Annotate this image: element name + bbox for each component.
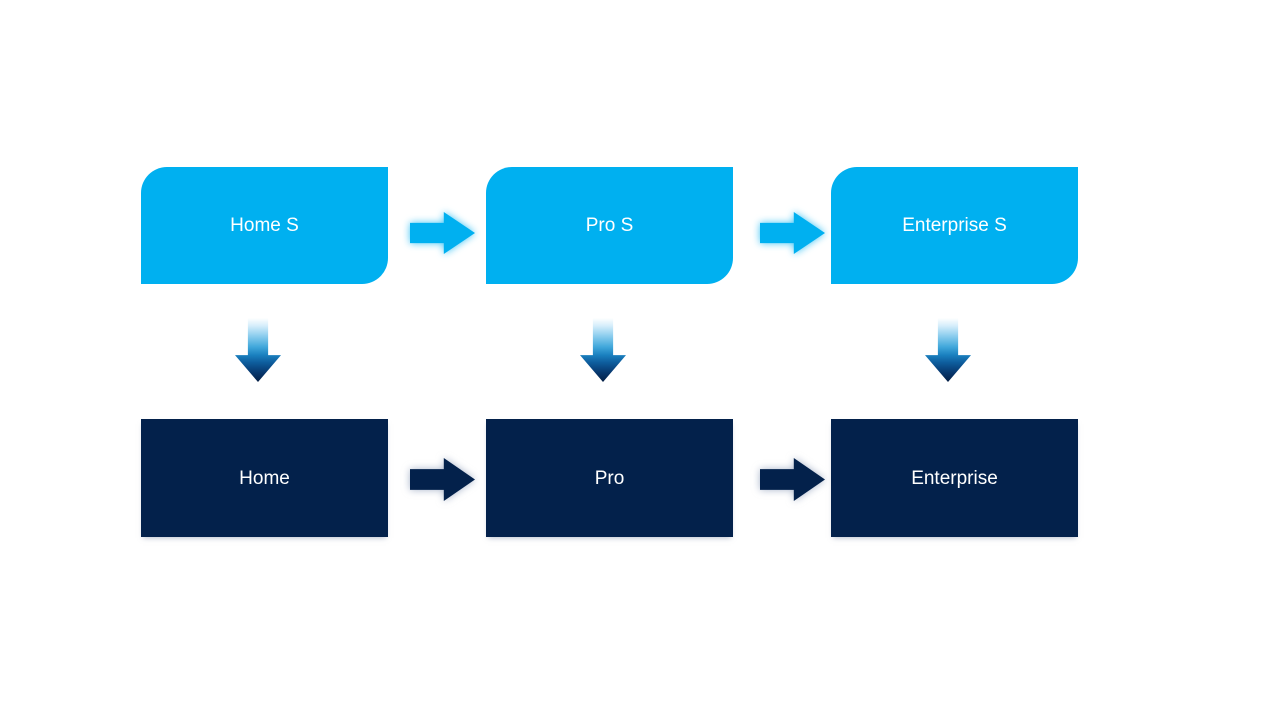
down-arrow-icon xyxy=(235,318,281,382)
down-arrow-icon xyxy=(925,318,971,382)
node-label: Enterprise xyxy=(911,467,998,489)
right-arrow-icon xyxy=(410,458,475,501)
right-arrow-icon xyxy=(760,212,825,254)
node-label: Pro xyxy=(594,467,625,489)
node-home: Home xyxy=(141,419,388,537)
node-home-s: Home S xyxy=(141,167,388,284)
node-label: Home S xyxy=(230,215,299,236)
node-label: Home xyxy=(239,467,290,489)
node-label: Enterprise S xyxy=(902,215,1007,236)
down-arrow-shape xyxy=(925,318,971,382)
right-arrow-shape xyxy=(410,458,475,501)
right-arrow-shape xyxy=(760,458,825,501)
down-arrow-shape xyxy=(580,318,626,382)
node-enterprise-s: Enterprise S xyxy=(831,167,1078,284)
node-enterprise: Enterprise xyxy=(831,419,1078,537)
down-arrow-shape xyxy=(235,318,281,382)
node-pro: Pro xyxy=(486,419,733,537)
down-arrow-icon xyxy=(580,318,626,382)
node-pro-s: Pro S xyxy=(486,167,733,284)
node-label: Pro S xyxy=(585,215,634,236)
right-arrow-icon xyxy=(760,458,825,501)
right-arrow-shape xyxy=(760,212,825,254)
right-arrow-icon xyxy=(410,212,475,254)
right-arrow-shape xyxy=(410,212,475,254)
